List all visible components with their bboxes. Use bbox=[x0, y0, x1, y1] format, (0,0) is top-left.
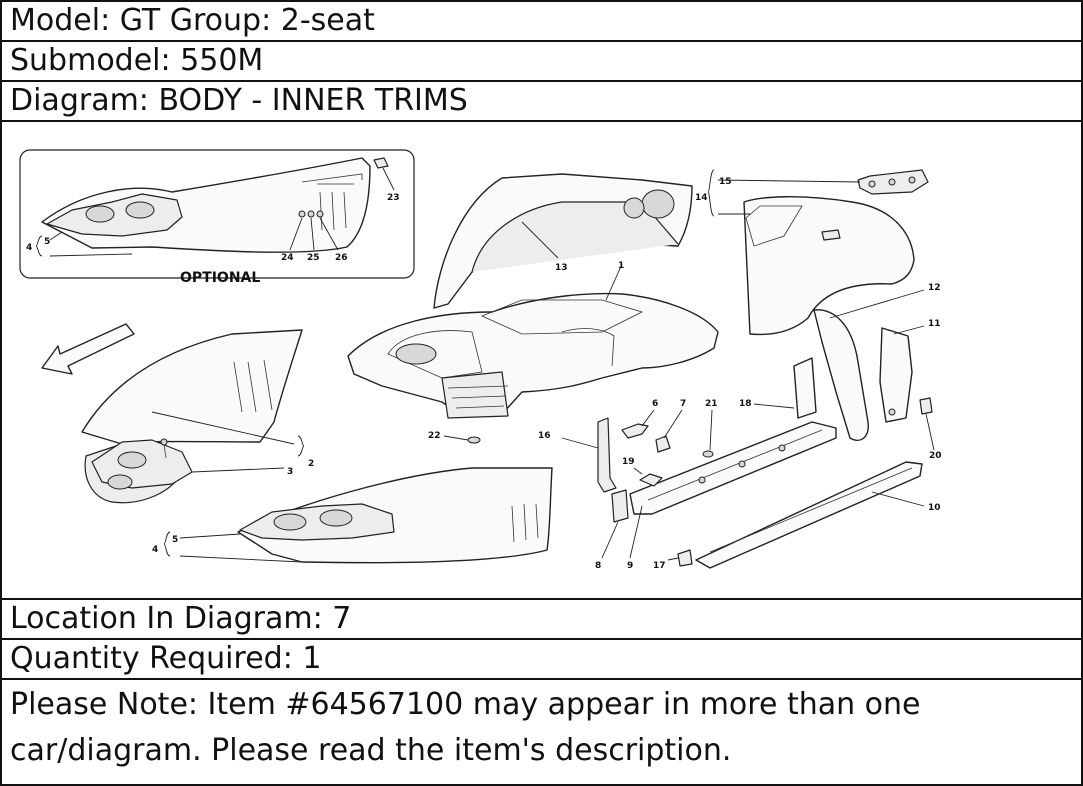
callout-16: 16 bbox=[538, 431, 551, 441]
quantity-line: Quantity Required: 1 bbox=[2, 640, 1081, 680]
callout-8: 8 bbox=[595, 561, 601, 571]
callout-26: 26 bbox=[335, 253, 348, 263]
small-brackets: 16 6 7 19 21 22 bbox=[428, 399, 718, 493]
callout-18: 18 bbox=[739, 399, 752, 409]
callout-19: 19 bbox=[622, 457, 635, 467]
callout-21: 21 bbox=[705, 399, 718, 409]
callout-24: 24 bbox=[281, 253, 294, 263]
callout-1: 1 bbox=[618, 261, 624, 271]
callout-17: 17 bbox=[653, 561, 666, 571]
callout-13: 13 bbox=[555, 263, 568, 273]
diagram-panel: 23 24 25 26 5 4 OPTIONAL bbox=[2, 122, 1081, 600]
rear-quarter-panel: 15 14 bbox=[695, 169, 929, 336]
submodel-line: Submodel: 550M bbox=[2, 42, 1081, 82]
note-line: Please Note: Item #64567100 may appear i… bbox=[10, 687, 921, 768]
callout-23: 23 bbox=[387, 193, 400, 203]
sill-assembly: 10 9 8 17 bbox=[595, 421, 941, 571]
callout-2: 2 bbox=[308, 459, 314, 469]
callout-14: 14 bbox=[695, 193, 708, 203]
diagram-title: Diagram: BODY - INNER TRIMS bbox=[2, 82, 1081, 122]
callout-6: 6 bbox=[652, 399, 658, 409]
callout-11: 11 bbox=[928, 319, 941, 329]
callout-9: 9 bbox=[627, 561, 633, 571]
optional-inset: 23 24 25 26 5 4 OPTIONAL bbox=[19, 149, 415, 286]
callout-25: 25 bbox=[307, 253, 320, 263]
body-shell: 1 bbox=[347, 261, 719, 419]
front-direction-arrow bbox=[41, 323, 135, 375]
exploded-parts-diagram: 23 24 25 26 5 4 OPTIONAL bbox=[19, 149, 942, 571]
model-line: Model: GT Group: 2-seat bbox=[2, 2, 1081, 42]
callout-3: 3 bbox=[287, 467, 293, 477]
rear-wheelhouse-upper: 13 bbox=[433, 173, 693, 309]
optional-label: OPTIONAL bbox=[180, 270, 260, 286]
callout-12: 12 bbox=[928, 283, 941, 293]
callout-5-inset: 5 bbox=[44, 237, 50, 247]
callout-7: 7 bbox=[680, 399, 686, 409]
callout-20: 20 bbox=[929, 451, 942, 461]
lower-front-fender: 5 4 bbox=[152, 467, 553, 564]
location-line: Location In Diagram: 7 bbox=[2, 600, 1081, 640]
callout-5-lower: 5 bbox=[172, 535, 178, 545]
callout-4-inset: 4 bbox=[26, 243, 32, 253]
callout-22: 22 bbox=[428, 431, 441, 441]
pillar-trims: 12 11 20 18 bbox=[739, 283, 942, 461]
callout-4-lower: 4 bbox=[152, 545, 158, 555]
front-fender-group: 2 3 bbox=[81, 329, 314, 504]
callout-10: 10 bbox=[928, 503, 941, 513]
callout-15: 15 bbox=[719, 177, 732, 187]
